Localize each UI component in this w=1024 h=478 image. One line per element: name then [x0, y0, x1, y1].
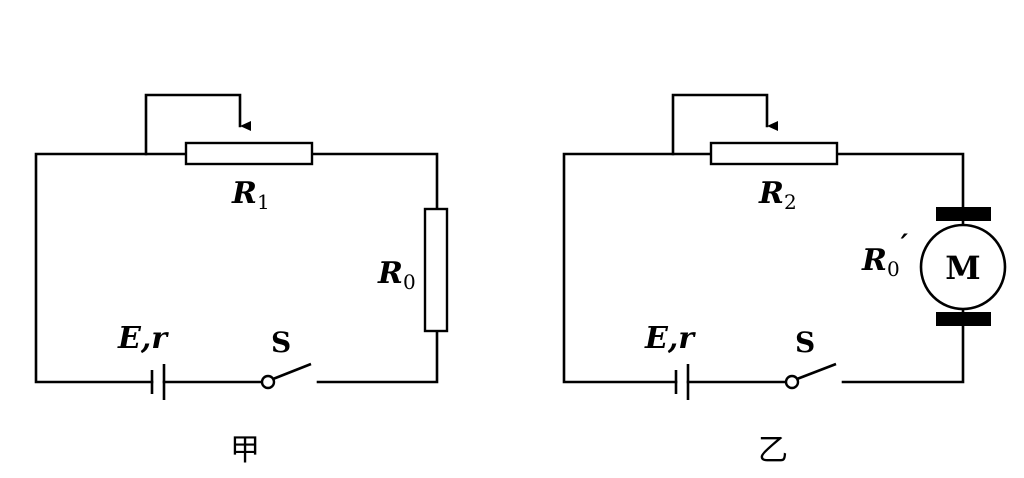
- circuit-b-battery-label: E,r: [644, 321, 696, 356]
- circuit-b-rheostat: [709, 141, 839, 166]
- circuit-a-switch-label: S: [271, 326, 291, 359]
- circuit-b-rheostat-label: R2: [758, 176, 797, 214]
- circuit-a-switch: [260, 362, 312, 390]
- circuit-b-motor-label: R0′: [861, 228, 909, 281]
- circuit-a-rheostat: [184, 141, 314, 166]
- circuit-b-wire-top-left: [562, 152, 713, 384]
- circuit-b: M R2 R0′ E,r S 乙: [562, 93, 1007, 468]
- circuit-b-caption: 乙: [758, 433, 788, 468]
- circuit-a: R1 R0 E,r S 甲: [34, 93, 449, 468]
- circuit-b-switch: [784, 362, 837, 390]
- circuit-a-resistor-label: R0: [377, 256, 416, 294]
- circuit-a-wire-top-left: [34, 152, 188, 384]
- circuit-a-wire-right-bottom: [316, 329, 439, 384]
- circuit-a-battery-label: E,r: [117, 321, 169, 356]
- circuit-b-switch-label: S: [795, 326, 815, 359]
- circuit-a-wire-top-right: [310, 152, 439, 211]
- circuit-b-wire-top-right: [835, 152, 965, 209]
- circuit-b-motor: M: [919, 207, 1007, 326]
- motor-brush-top: [936, 207, 991, 221]
- circuit-a-resistor: [423, 207, 449, 333]
- circuit-b-battery: [674, 364, 690, 400]
- circuit-a-rheostat-label: R1: [231, 176, 270, 214]
- motor-brush-bottom: [936, 312, 991, 326]
- circuit-b-slider-wire: [671, 93, 778, 156]
- motor-letter: M: [945, 249, 980, 287]
- circuit-a-slider-wire: [144, 93, 251, 156]
- circuit-b-wire-right-bottom: [841, 324, 965, 384]
- circuit-a-caption: 甲: [230, 433, 260, 468]
- motor-circle: [919, 223, 1007, 311]
- circuit-a-battery: [150, 364, 166, 400]
